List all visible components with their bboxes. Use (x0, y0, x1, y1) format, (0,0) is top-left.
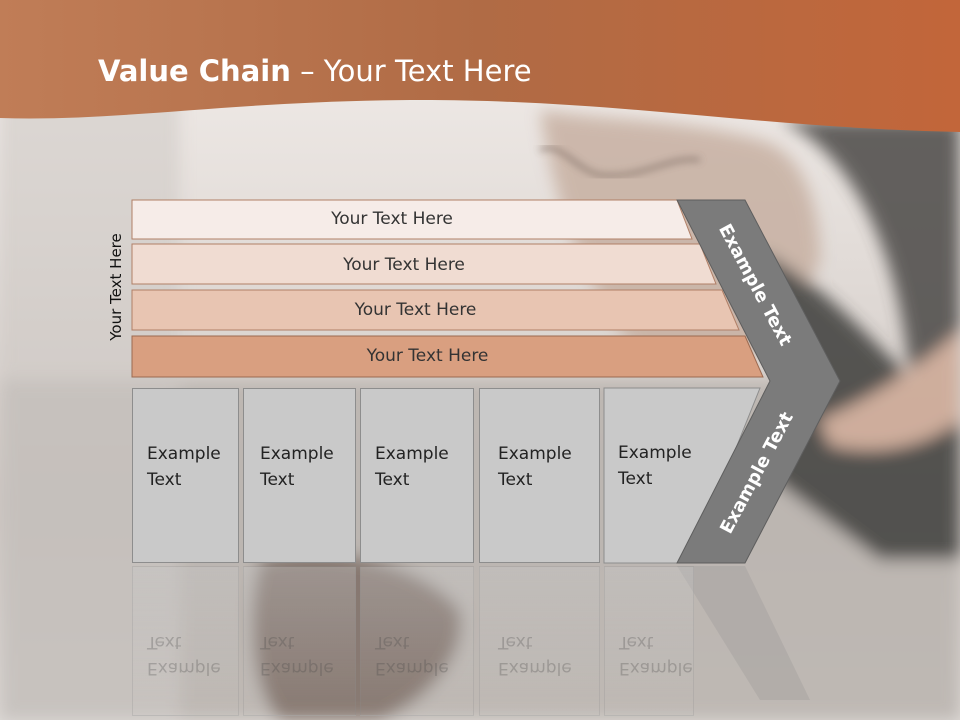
side-label: Your Text Here (107, 233, 125, 341)
column-4-line2: Text (498, 470, 533, 490)
column-1-reflection: Example Text (132, 566, 239, 716)
title-rest: – Your Text Here (290, 54, 532, 88)
column-1-line2: Text (147, 470, 182, 490)
chevron-top-label: Example Text (714, 220, 796, 350)
column-3-line2: Text (375, 470, 410, 490)
column-4-line1: Example (498, 444, 572, 464)
chevron-bottom-label: Example Text (716, 408, 798, 538)
band-3: Your Text Here (354, 300, 477, 320)
column-5: Example Text (604, 388, 704, 563)
chevron-reflection (677, 566, 810, 700)
column-1-line1: Example (147, 444, 221, 464)
column-5-reflection: Example Text (604, 566, 694, 716)
column-5-line1: Example (618, 443, 692, 463)
column-2-line1: Example (260, 444, 334, 464)
column-3: Example Text (360, 388, 474, 563)
band-4: Your Text Here (366, 346, 489, 366)
band-2: Your Text Here (343, 255, 465, 275)
column-3-line1: Example (375, 444, 449, 464)
column-5-line2: Text (618, 469, 653, 489)
column-2: Example Text (243, 388, 356, 563)
column-2-reflection-text: Example Text (260, 632, 334, 678)
column-4-reflection: Example Text (479, 566, 600, 716)
column-1-reflection-text: Example Text (147, 632, 221, 678)
column-4-reflection-text: Example Text (498, 632, 572, 678)
column-2-line2: Text (260, 470, 295, 490)
band-1: Your Text Here (331, 209, 453, 229)
column-5-reflection-text: Example Text (619, 632, 693, 678)
column-2-reflection: Example Text (243, 566, 356, 716)
title-bold: Value Chain (98, 54, 291, 88)
column-4: Example Text (479, 388, 600, 563)
column-1: Example Text (132, 388, 239, 563)
slide-title: Value Chain – Your Text Here (98, 54, 532, 88)
column-3-reflection: Example Text (360, 566, 474, 716)
column-3-reflection-text: Example Text (375, 632, 449, 678)
